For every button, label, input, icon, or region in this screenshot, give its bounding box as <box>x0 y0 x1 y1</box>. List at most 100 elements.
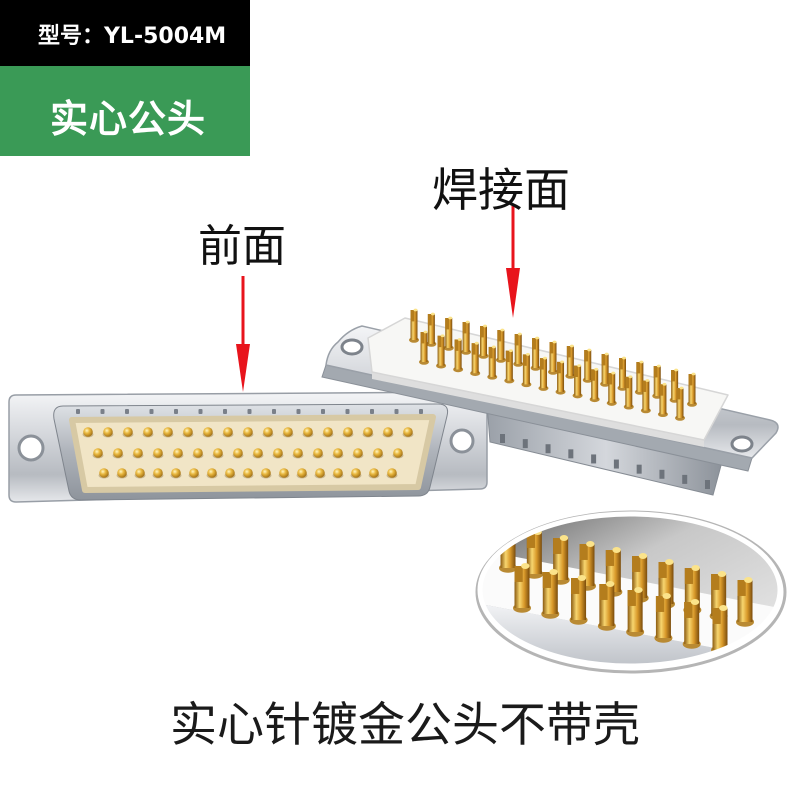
solder-cup <box>606 371 617 406</box>
mounting-hole-left <box>17 434 45 462</box>
arrow-down-icon <box>236 276 250 392</box>
front-pins <box>82 427 414 479</box>
solder-cup <box>657 382 668 418</box>
front-pin <box>352 448 364 459</box>
inset-frame <box>477 511 783 669</box>
front-pin <box>332 468 344 479</box>
shell-slot <box>568 449 574 459</box>
shell-dimple <box>149 409 154 414</box>
front-pin <box>134 468 146 479</box>
solder-cup <box>495 328 506 363</box>
front-pin <box>362 427 374 438</box>
front-pin <box>152 448 164 459</box>
solder-cup <box>409 308 419 343</box>
front-pin <box>282 427 294 438</box>
shell-dimple <box>345 409 350 414</box>
front-pin <box>132 448 144 459</box>
front-pin <box>170 468 182 479</box>
inset-cup <box>569 575 588 625</box>
front-pin <box>224 468 236 479</box>
solder-cup <box>623 375 634 410</box>
front-pin <box>392 448 404 459</box>
front-pin <box>252 448 264 459</box>
front-pin <box>262 427 274 438</box>
rear-insulator-side <box>372 372 704 447</box>
shell-slot <box>705 480 710 489</box>
inset-cup <box>736 577 754 627</box>
front-pin <box>98 468 110 479</box>
shell-dimple <box>100 409 105 414</box>
solder-cup <box>443 316 454 351</box>
inset-cup <box>597 581 616 631</box>
front-pin <box>296 468 308 479</box>
solder-cup <box>487 345 498 380</box>
front-pin <box>182 427 194 438</box>
front-pin <box>368 468 380 479</box>
solder-cup <box>521 353 532 388</box>
front-pin <box>192 448 204 459</box>
front-pin <box>232 448 244 459</box>
front-pin <box>402 427 414 438</box>
solder-cup <box>640 379 651 414</box>
product-caption: 实心针镀金公头不带壳 <box>170 698 640 753</box>
front-connector <box>8 391 488 503</box>
solder-cup <box>426 312 437 347</box>
solder-cup <box>419 330 429 365</box>
front-side-label: 前面 <box>198 221 286 272</box>
shell-dimple <box>272 409 276 414</box>
arrow-down-icon <box>506 204 520 318</box>
front-pin <box>82 427 94 438</box>
solder-cup <box>600 352 611 387</box>
inset-cup <box>541 569 560 619</box>
front-pin <box>116 468 128 479</box>
solder-connector <box>321 308 779 496</box>
inset-cup <box>525 529 544 579</box>
solder-cup <box>513 332 524 367</box>
inset-cup <box>513 563 531 613</box>
solder-cup <box>675 386 685 421</box>
front-pin <box>382 427 394 438</box>
model-label: 型号：YL-5004M <box>38 24 227 49</box>
front-pin <box>292 448 304 459</box>
solder-side-label: 焊接面 <box>432 163 570 217</box>
solder-cups <box>409 308 697 421</box>
shell-slot <box>500 434 505 443</box>
solder-cup <box>453 338 464 373</box>
shell-slot <box>659 469 665 479</box>
shell-dimples <box>76 409 423 414</box>
solder-cup <box>530 336 541 371</box>
front-pin <box>202 427 214 438</box>
type-label: 实心公头 <box>50 97 207 141</box>
front-pin <box>272 448 284 459</box>
shell-slot <box>522 439 528 449</box>
solder-cup <box>565 344 576 379</box>
front-pin <box>162 427 174 438</box>
solder-cup <box>470 341 481 376</box>
solder-cup <box>504 349 515 384</box>
inset-cup <box>626 587 645 637</box>
solder-cup <box>461 320 472 355</box>
front-pin <box>242 427 254 438</box>
front-pin <box>312 448 324 459</box>
solder-cup <box>436 334 447 369</box>
front-pin <box>188 468 200 479</box>
front-pin <box>278 468 290 479</box>
solder-cup <box>555 360 566 395</box>
front-pin <box>152 468 164 479</box>
front-pin <box>212 448 224 459</box>
rear-mounting-hole-left <box>340 338 364 356</box>
shell-dimple <box>394 409 399 414</box>
type-badge <box>0 66 250 156</box>
front-pin <box>142 427 154 438</box>
front-pin <box>332 448 344 459</box>
inset-cup <box>682 599 701 649</box>
front-pin <box>350 468 362 479</box>
magnified-inset <box>475 510 787 674</box>
shell-dimple <box>370 409 374 414</box>
shell-slot <box>545 444 551 454</box>
shell-dimple <box>198 409 203 414</box>
front-pin <box>112 448 124 459</box>
front-pin <box>242 468 254 479</box>
shell-slots <box>500 434 710 489</box>
